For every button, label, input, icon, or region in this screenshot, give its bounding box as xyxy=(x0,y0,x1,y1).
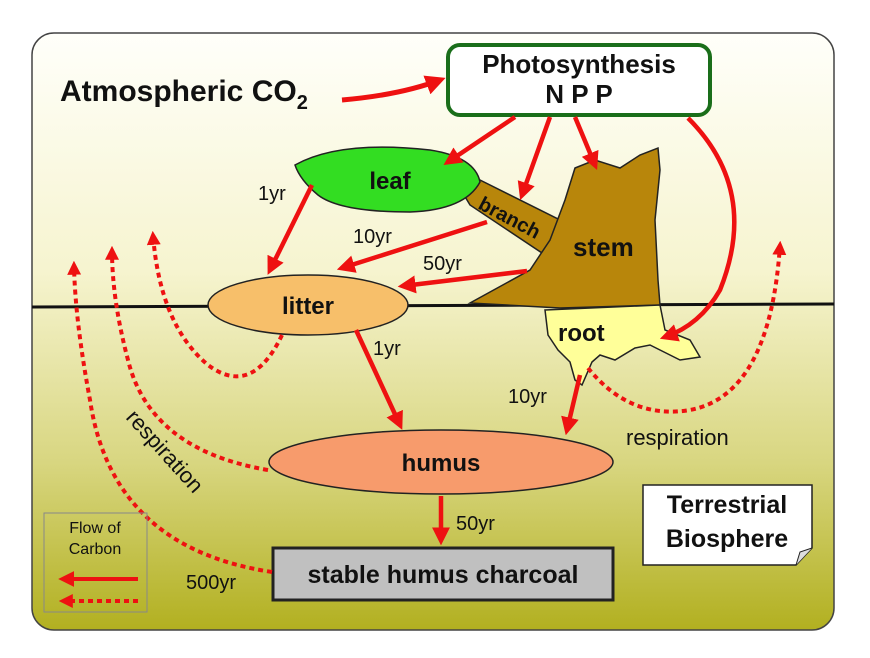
stable-humus-box xyxy=(271,546,615,602)
leaf-label: leaf xyxy=(369,168,411,195)
litter-to-humus-time: 1yr xyxy=(373,338,401,360)
leaf-to-litter-arrow xyxy=(267,184,315,275)
terrestrial-label: Terrestrial xyxy=(667,491,787,519)
leaf-shape xyxy=(294,146,481,213)
npp-to-stem-arrow xyxy=(572,116,599,170)
branch-to-litter-time: 10yr xyxy=(353,226,392,248)
stable-respiration-time: 500yr xyxy=(186,572,236,594)
humus-to-stable-time: 50yr xyxy=(456,513,495,535)
ground-line xyxy=(31,302,835,309)
root-respiration-arrow xyxy=(586,240,787,414)
atmospheric-co2-label: Atmospheric CO2 xyxy=(60,75,308,114)
humus-respiration-arrow xyxy=(105,245,269,472)
litter-respiration-arrow xyxy=(146,230,284,379)
respiration-label-right: respiration xyxy=(626,425,729,450)
root-label: root xyxy=(558,320,605,347)
photosynthesis-title: Photosynthesis xyxy=(482,49,676,79)
root-to-humus-arrow xyxy=(561,374,583,436)
legend-line2: Carbon xyxy=(69,541,121,558)
litter-to-humus-arrow xyxy=(353,329,403,430)
legend-line1: Flow of xyxy=(69,520,121,537)
humus-ellipse xyxy=(268,429,614,495)
stable-humus-label: stable humus charcoal xyxy=(308,561,579,589)
terrestrial-biosphere-card: Terrestrial Biosphere xyxy=(642,484,813,566)
stem-shape xyxy=(467,146,661,309)
npp-to-leaf-arrow xyxy=(443,115,517,166)
flow-legend: Flow of Carbon xyxy=(43,512,148,613)
npp-to-branch-arrow xyxy=(517,116,553,201)
branch-to-litter-arrow xyxy=(336,219,488,273)
stem-to-litter-arrow xyxy=(397,268,528,294)
humus-label: humus xyxy=(402,450,481,477)
litter-label: litter xyxy=(282,293,334,320)
photosynthesis-box xyxy=(446,43,712,117)
npp-to-root-arrow xyxy=(659,116,737,342)
co2-to-photosynthesis-arrow xyxy=(341,75,446,103)
leaf-to-litter-time: 1yr xyxy=(258,183,286,205)
litter-ellipse xyxy=(207,274,409,336)
stem-label: stem xyxy=(573,232,634,262)
root-to-humus-time: 10yr xyxy=(508,386,547,408)
stem-to-litter-time: 50yr xyxy=(423,253,462,275)
npp-label: N P P xyxy=(545,79,612,109)
stable-respiration-arrow xyxy=(67,260,273,574)
biosphere-label: Biosphere xyxy=(666,525,788,553)
